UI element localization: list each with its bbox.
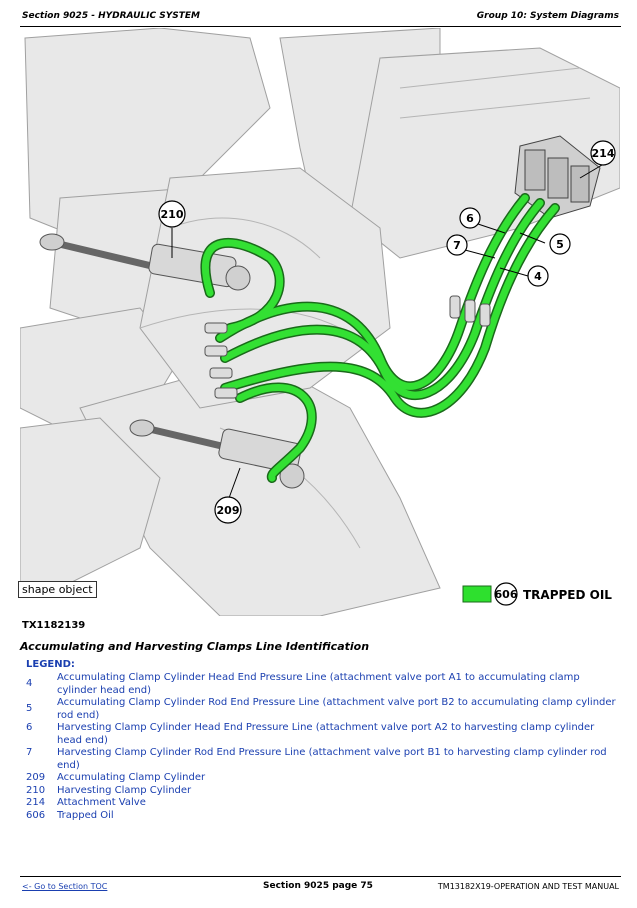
- legend-num: 606: [26, 809, 46, 821]
- legend-item: 7 Harvesting Clamp Cylinder Rod End Pres…: [26, 747, 622, 772]
- legend-item: 6 Harvesting Clamp Cylinder Head End Pre…: [26, 722, 622, 747]
- svg-text:209: 209: [217, 504, 240, 517]
- footer-divider: [20, 876, 621, 877]
- svg-text:214: 214: [592, 147, 615, 160]
- callouts: 214 210 6 7 5 4 209: [158, 140, 616, 524]
- callout-5: 5: [549, 233, 571, 255]
- section-header: Section 9025 - HYDRAULIC SYSTEM: [22, 11, 200, 21]
- legend-text: Attachment Valve: [57, 797, 146, 808]
- legend-text: Harvesting Clamp Cylinder Rod End Pressu…: [57, 747, 607, 771]
- legend-item: 5 Accumulating Clamp Cylinder Rod End Pr…: [26, 697, 622, 722]
- legend-num: 210: [26, 784, 46, 796]
- color-key: 606 TRAPPED OIL: [462, 582, 612, 606]
- callout-210: 210: [158, 200, 186, 228]
- legend-list: 4 Accumulating Clamp Cylinder Head End P…: [26, 672, 622, 822]
- legend-num: 7: [26, 747, 33, 758]
- machine-structure: [20, 28, 620, 616]
- legend-item: 4 Accumulating Clamp Cylinder Head End P…: [26, 672, 622, 697]
- svg-text:TRAPPED OIL: TRAPPED OIL: [523, 588, 612, 602]
- legend-title: LEGEND:: [26, 659, 75, 670]
- legend-num: 214: [26, 797, 46, 808]
- legend-num: 4: [26, 678, 33, 689]
- svg-text:210: 210: [161, 208, 184, 221]
- hose-fittings: [204, 295, 491, 399]
- legend-text: Accumulating Clamp Cylinder: [57, 772, 206, 783]
- legend-text: Harvesting Clamp Cylinder Head End Press…: [57, 722, 595, 746]
- legend-num: 5: [26, 703, 33, 714]
- legend-item: 210 Harvesting Clamp Cylinder: [26, 785, 622, 798]
- section-toc-link[interactable]: <- Go to Section TOC: [22, 882, 108, 891]
- callout-7: 7: [446, 234, 468, 256]
- legend-num: 6: [26, 722, 33, 733]
- harvesting-clamp-cylinder: [39, 233, 251, 291]
- callout-4: 4: [527, 265, 549, 287]
- legend-text: Trapped Oil: [57, 809, 114, 821]
- hydraulic-diagram: 214 210 6 7 5 4 209 606 TRAPP: [20, 28, 620, 616]
- shape-object-label: shape object: [18, 581, 97, 598]
- figure-title: Accumulating and Harvesting Clamps Line …: [20, 640, 370, 653]
- legend-text: Accumulating Clamp Cylinder Head End Pre…: [57, 672, 580, 696]
- legend-num: 209: [26, 772, 46, 783]
- legend-item: 209 Accumulating Clamp Cylinder: [26, 772, 622, 785]
- page-number: Section 9025 page 75: [263, 881, 373, 891]
- legend-item: 214 Attachment Valve: [26, 797, 622, 810]
- callout-6: 6: [459, 207, 481, 229]
- callout-209: 209: [214, 496, 242, 524]
- group-header: Group 10: System Diagrams: [476, 11, 619, 21]
- svg-text:7: 7: [453, 239, 461, 252]
- legend-text: Harvesting Clamp Cylinder: [57, 784, 192, 796]
- callout-214: 214: [590, 140, 616, 166]
- manual-id: TM13182X19-OPERATION AND TEST MANUAL: [437, 882, 619, 891]
- svg-text:5: 5: [556, 238, 564, 251]
- header-divider: [20, 26, 621, 27]
- svg-text:6: 6: [466, 212, 474, 225]
- figure-id: TX1182139: [22, 620, 86, 631]
- svg-text:4: 4: [534, 270, 542, 283]
- legend-item: 606 Trapped Oil: [26, 810, 622, 823]
- legend-text: Accumulating Clamp Cylinder Rod End Pres…: [57, 697, 616, 721]
- svg-text:606: 606: [495, 588, 518, 601]
